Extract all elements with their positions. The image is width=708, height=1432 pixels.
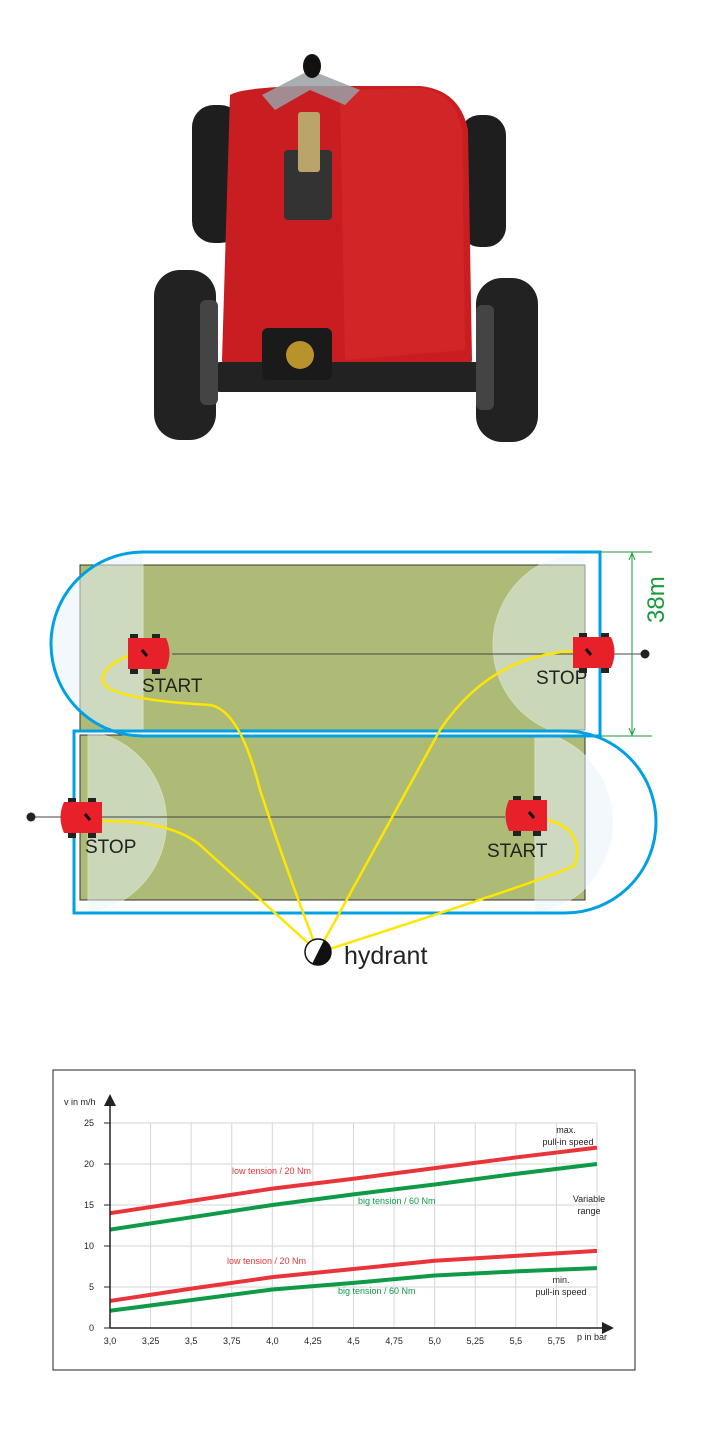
series-line-max (109, 1162, 598, 1232)
series-label: big tension / 60 Nm (358, 1196, 436, 1206)
chart-frame (52, 1069, 636, 1371)
speed-chart: 0 5 10 15 20 25 3,0 3,25 3,5 3,75 4,0 4,25 4,5 4,75 5,… (52, 1069, 636, 1371)
machine-base (214, 362, 482, 392)
machine-icon (60, 798, 102, 838)
machine-photo (154, 54, 538, 442)
annotation-max: max. (556, 1125, 576, 1135)
series-label: big tension / 60 Nm (338, 1286, 416, 1296)
field-diagram: START STOP STOP START hydrant 38m (26, 550, 670, 970)
y-axis-label: v in m/h (64, 1097, 96, 1107)
hose-2 (316, 649, 576, 953)
annotation-variable: Variable (573, 1194, 605, 1204)
x-tick-label: 5,25 (466, 1336, 484, 1346)
x-tick-label: 3,75 (223, 1336, 241, 1346)
start-label: START (142, 676, 203, 697)
x-tick-label: 3,0 (104, 1336, 117, 1346)
annotation-min: pull-in speed (535, 1287, 586, 1297)
sprinkler-arm (262, 70, 360, 110)
spray-zone (534, 730, 614, 914)
front-left-hub (200, 300, 218, 405)
rear-right-wheel (460, 115, 506, 247)
chart-ticks: 0 5 10 15 20 25 3,0 3,25 3,5 3,75 4,0 4,25 4,5 4,75 5,… (84, 1118, 565, 1346)
machine-icon (128, 634, 170, 674)
y-tick-label: 10 (84, 1241, 94, 1251)
series-line-min (109, 1248, 598, 1303)
y-tick-label: 20 (84, 1159, 94, 1169)
x-tick-label: 5,0 (428, 1336, 441, 1346)
y-tick-label: 5 (89, 1282, 94, 1292)
x-tick-label: 3,25 (142, 1336, 160, 1346)
x-tick-label: 3,5 (185, 1336, 198, 1346)
x-tick-label: 5,5 (510, 1336, 523, 1346)
hose-4 (319, 818, 579, 954)
front-right-hub (476, 305, 494, 410)
stop-label: STOP (536, 668, 587, 689)
series-label: low tension / 20 Nm (227, 1256, 306, 1266)
stop-label: STOP (85, 837, 136, 858)
series-line-max (109, 1145, 598, 1216)
dimension-marker (600, 551, 652, 737)
anchor-point-upper (640, 649, 650, 659)
machine-icon (505, 796, 547, 836)
start-label: START (487, 841, 548, 862)
body-highlight (340, 88, 465, 360)
annotation-min: min. (552, 1275, 569, 1285)
hose-coupling (286, 341, 314, 369)
x-tick-label: 4,25 (304, 1336, 322, 1346)
sprinkler-cap (303, 54, 321, 78)
travel-path-upper (49, 550, 602, 738)
x-axis-arrow (602, 1322, 614, 1334)
series-label: low tension / 20 Nm (232, 1166, 311, 1176)
y-tick-label: 25 (84, 1118, 94, 1128)
x-axis-label: p in bar (577, 1332, 607, 1342)
dimension-label: 38m (643, 576, 670, 623)
annotation-max: pull-in speed (542, 1137, 593, 1147)
y-tick-label: 15 (84, 1200, 94, 1210)
x-tick-label: 5,75 (548, 1336, 566, 1346)
travel-path-lower (72, 729, 658, 915)
chart-series (109, 1145, 598, 1313)
hose-1 (101, 653, 320, 953)
series-line-min (109, 1266, 598, 1313)
y-tick-label: 0 (89, 1323, 94, 1333)
x-tick-label: 4,0 (266, 1336, 279, 1346)
hose-3 (97, 819, 319, 953)
machine-icon (573, 633, 615, 673)
x-tick-label: 4,5 (347, 1336, 360, 1346)
anchor-point-lower (26, 812, 36, 822)
hydrant-label: hydrant (344, 942, 427, 970)
x-tick-label: 4,75 (385, 1336, 403, 1346)
hydrant-icon (304, 938, 332, 966)
annotation-variable: range (577, 1206, 600, 1216)
sprinkler-nozzle (298, 112, 320, 172)
y-axis-arrow (104, 1094, 116, 1106)
